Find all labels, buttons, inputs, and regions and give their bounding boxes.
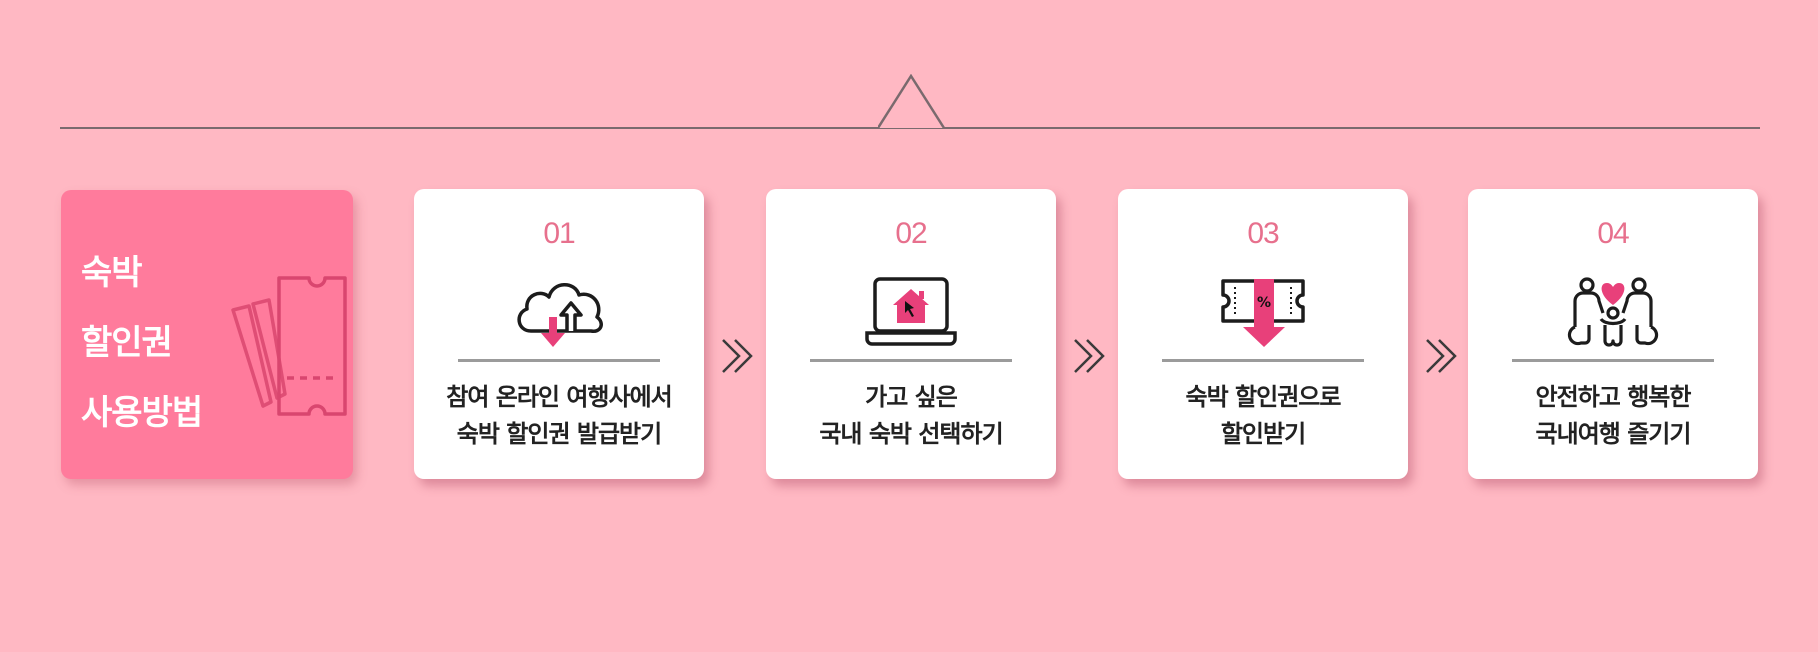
step-description: 가고 싶은 국내 숙박 선택하기 bbox=[766, 379, 1056, 453]
double-chevron-right-icon bbox=[1074, 339, 1105, 373]
intro-title: 숙박 할인권 사용방법 bbox=[81, 238, 203, 448]
step-divider bbox=[458, 359, 660, 362]
step-number: 03 bbox=[1247, 217, 1279, 250]
step-text-line: 할인받기 bbox=[1220, 420, 1306, 448]
step-text-line: 국내여행 즐기기 bbox=[1535, 420, 1692, 448]
step-description: 안전하고 행복한 국내여행 즐기기 bbox=[1468, 379, 1758, 453]
step-text-line: 가고 싶은 bbox=[865, 383, 958, 411]
step-text-line: 참여 온라인 여행사에서 bbox=[446, 383, 673, 411]
intro-title-line: 사용방법 bbox=[81, 393, 203, 433]
step-text-line: 숙박 할인권 발급받기 bbox=[456, 420, 662, 448]
step-text-line: 국내 숙박 선택하기 bbox=[819, 420, 1003, 448]
step-number: 04 bbox=[1597, 217, 1629, 250]
step-divider bbox=[1162, 359, 1364, 362]
step-card-4: 04 안전하고 행복한 국내여행 즐기기 bbox=[1468, 189, 1758, 479]
step-number: 01 bbox=[543, 217, 575, 250]
intro-title-line: 숙박 bbox=[81, 253, 143, 293]
ticket-icon bbox=[231, 276, 347, 416]
step-card-1: 01 참여 온라인 여행사에서 숙박 할인권 발급받기 bbox=[414, 189, 704, 479]
intro-title-line: 할인권 bbox=[81, 323, 173, 363]
step-description: 참여 온라인 여행사에서 숙박 할인권 발급받기 bbox=[414, 379, 704, 453]
laptop-home-icon bbox=[865, 277, 957, 346]
discount-ticket-icon: % bbox=[1221, 279, 1305, 347]
cloud-download-icon bbox=[517, 283, 603, 347]
step-divider bbox=[810, 359, 1012, 362]
step-divider bbox=[1512, 359, 1714, 362]
family-heart-icon bbox=[1567, 277, 1659, 347]
double-chevron-right-icon bbox=[722, 339, 753, 373]
double-chevron-right-icon bbox=[1426, 339, 1457, 373]
svg-text:%: % bbox=[1257, 295, 1271, 311]
step-card-3: 03 % 숙박 할인권으로 할인받기 bbox=[1118, 189, 1408, 479]
peak-marker-icon bbox=[878, 74, 946, 129]
step-number: 02 bbox=[895, 217, 927, 250]
step-card-2: 02 가고 싶은 국내 숙박 선택하기 bbox=[766, 189, 1056, 479]
step-text-line: 안전하고 행복한 bbox=[1535, 383, 1692, 411]
step-description: 숙박 할인권으로 할인받기 bbox=[1118, 379, 1408, 453]
step-text-line: 숙박 할인권으로 bbox=[1185, 383, 1342, 411]
intro-card: 숙박 할인권 사용방법 bbox=[61, 190, 353, 479]
